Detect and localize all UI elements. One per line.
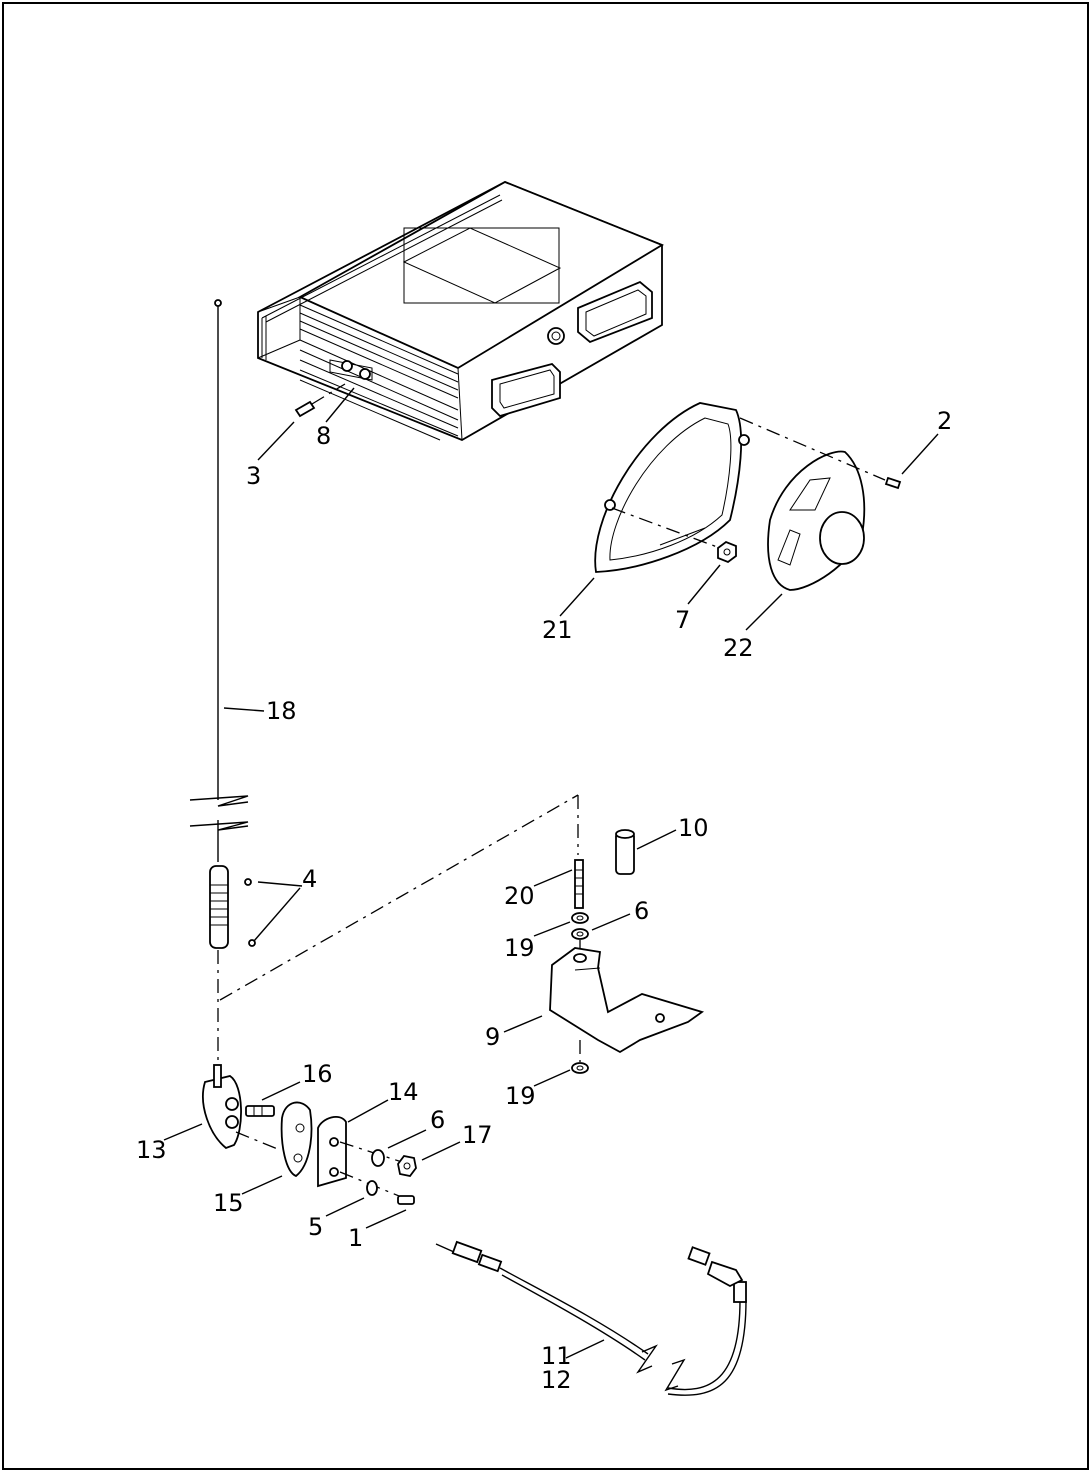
callout-5: 5	[308, 1213, 323, 1241]
leader-lines	[163, 387, 939, 1359]
mount-13	[202, 1064, 242, 1150]
callout-6-upper: 6	[634, 897, 649, 925]
connector-16	[245, 1105, 275, 1117]
nut-17	[339, 1141, 417, 1177]
callout-4: 4	[302, 865, 317, 893]
callout-3: 3	[246, 462, 261, 490]
callout-22: 22	[723, 634, 754, 662]
callout-6-lower: 6	[430, 1106, 445, 1134]
nut-7	[611, 507, 737, 564]
callout-19-lower: 19	[505, 1082, 536, 1110]
callout-9: 9	[485, 1023, 500, 1051]
callout-7: 7	[675, 606, 690, 634]
callout-labels: 2 3 8 21 7 22 18 10 4 20 6 19 9 16 14 19…	[136, 407, 952, 1394]
radio-unit	[257, 181, 665, 441]
antenna-mast	[189, 299, 579, 1065]
standoff-10	[615, 829, 635, 875]
callout-11: 11	[541, 1342, 572, 1370]
callout-19-upper: 19	[504, 934, 535, 962]
callout-15: 15	[213, 1189, 244, 1217]
callout-20: 20	[504, 882, 535, 910]
screw-1	[339, 1171, 415, 1205]
speaker	[739, 417, 886, 591]
callout-14: 14	[388, 1078, 419, 1106]
callout-8: 8	[316, 422, 331, 450]
screw-2	[884, 476, 902, 490]
bracket-9	[549, 947, 705, 1054]
speaker-adapter	[594, 402, 750, 573]
plate-14	[235, 1115, 347, 1188]
callout-12: 12	[541, 1366, 572, 1394]
screw-3	[294, 383, 346, 418]
callout-16: 16	[302, 1060, 333, 1088]
callout-10: 10	[678, 814, 709, 842]
callout-13: 13	[136, 1136, 167, 1164]
stud-20	[574, 859, 584, 909]
gasket-15	[280, 1101, 313, 1178]
callout-18: 18	[266, 697, 297, 725]
antenna-cable	[435, 1240, 747, 1396]
washers	[571, 912, 589, 1074]
callout-1: 1	[348, 1224, 363, 1252]
callout-2: 2	[937, 407, 952, 435]
callout-21: 21	[542, 616, 573, 644]
callout-17: 17	[462, 1121, 493, 1149]
